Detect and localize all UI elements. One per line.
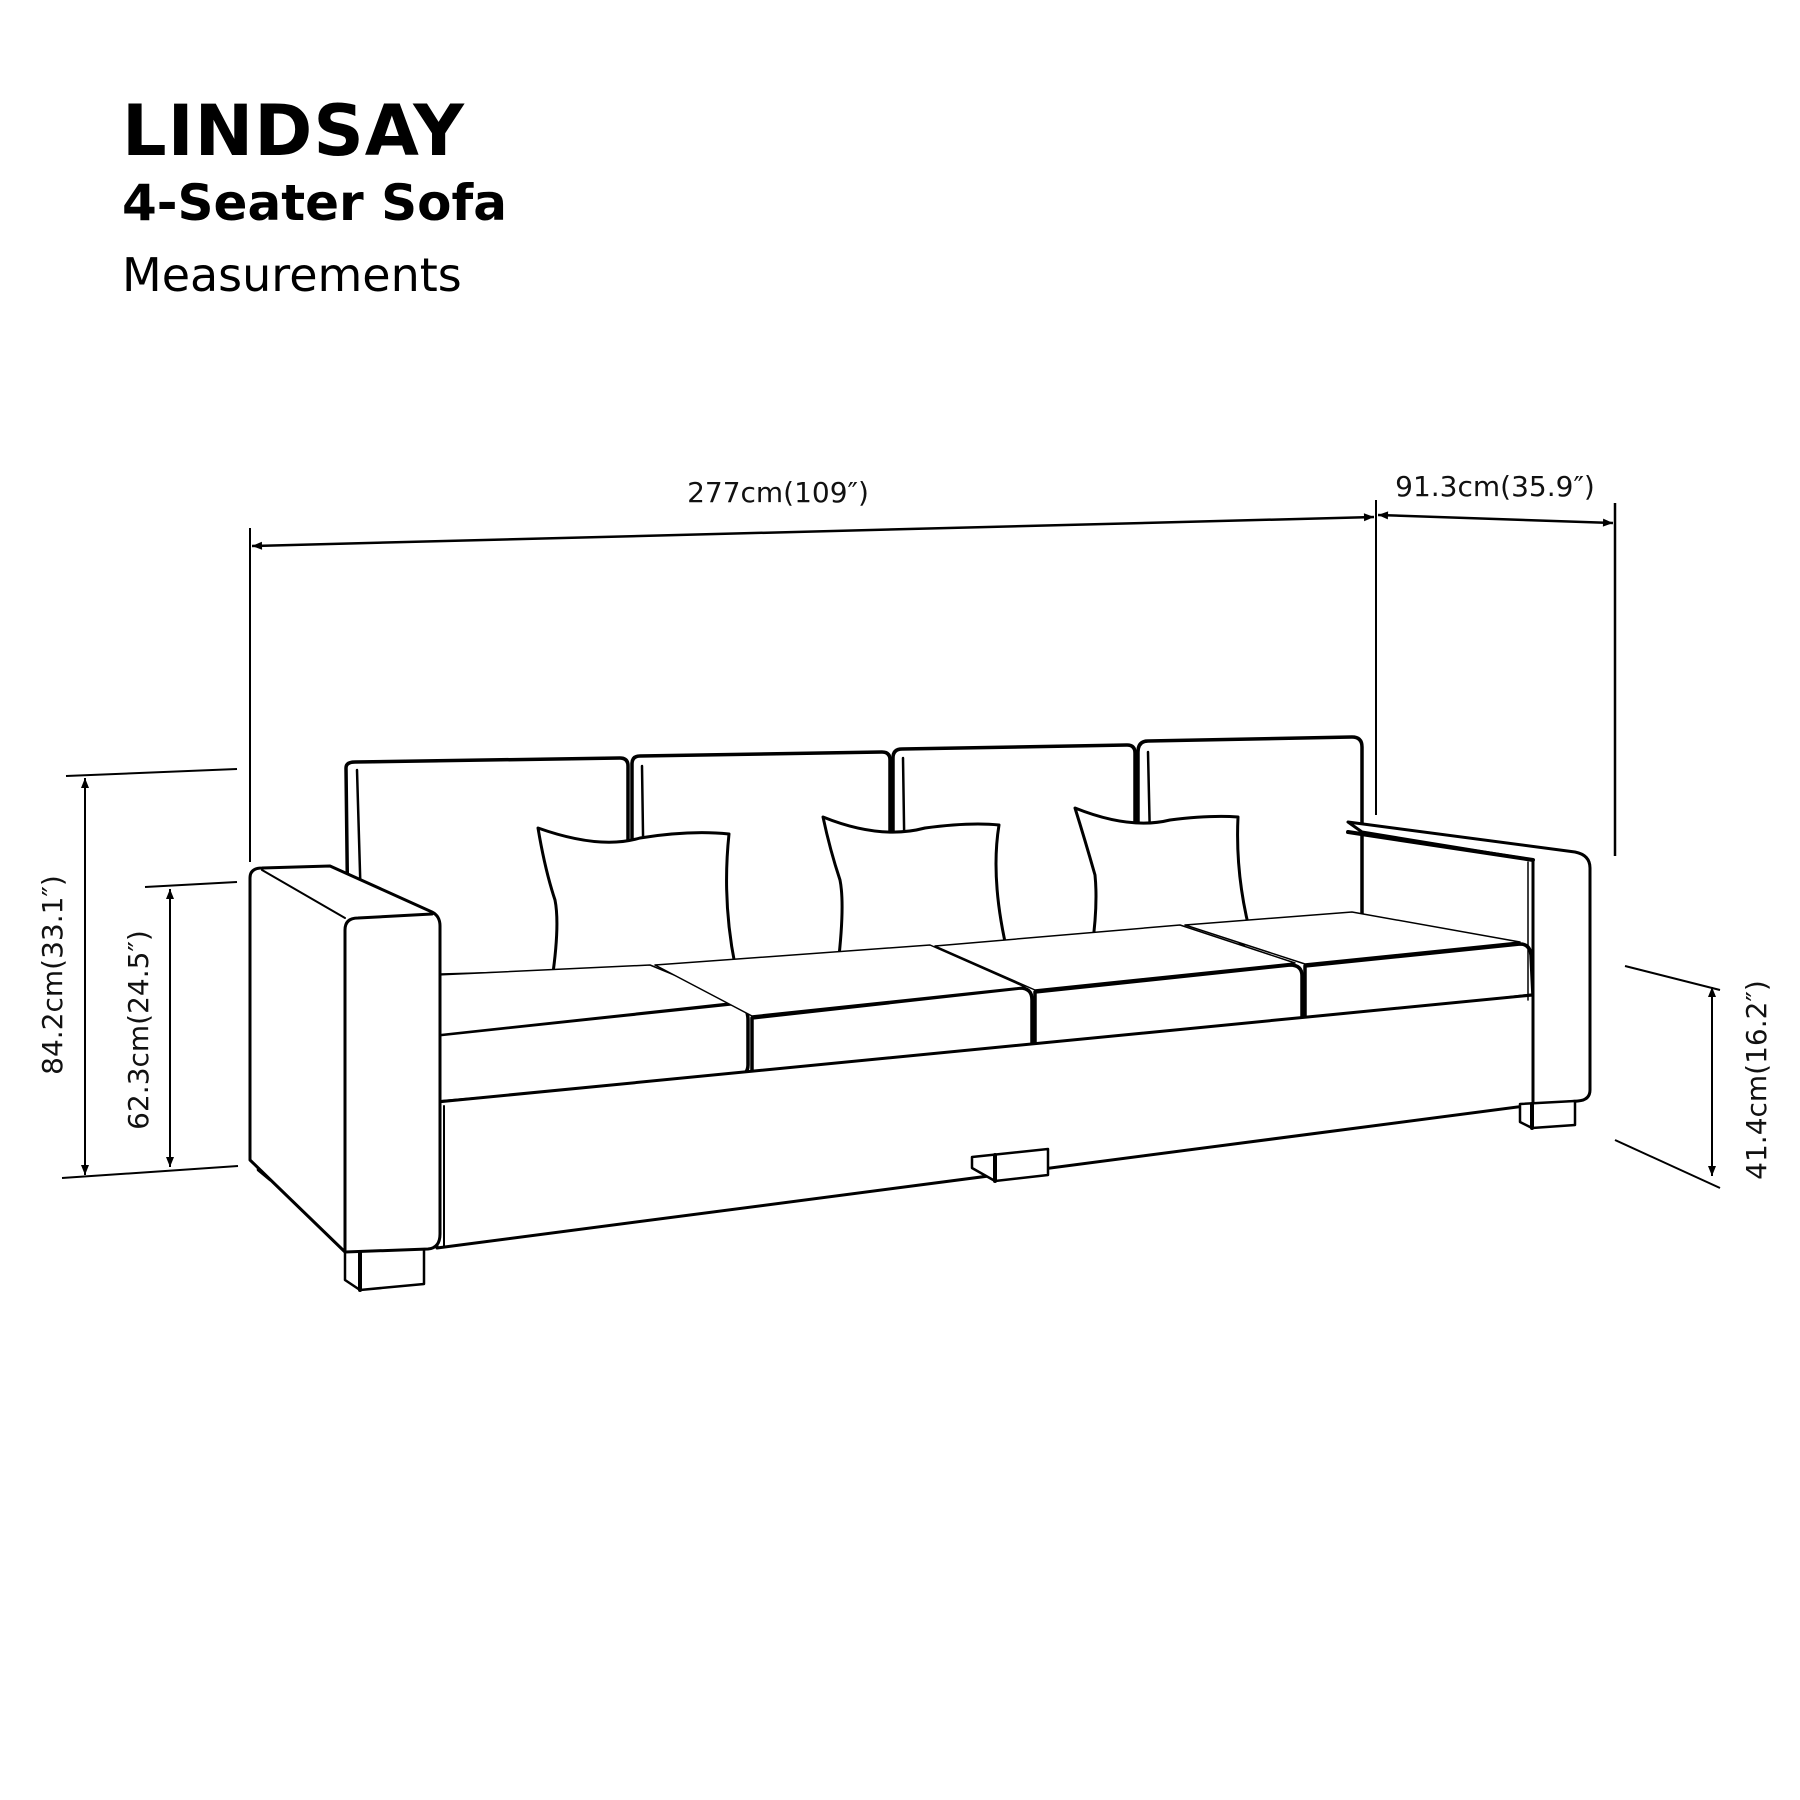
caption: Measurements [122, 248, 462, 302]
overall-height-dimension: 84.2cm(33.1″) [36, 768, 239, 1179]
throw-pillows [536, 806, 1255, 983]
leg-right [1518, 1099, 1577, 1130]
width-dimension: 277cm(109″) [249, 476, 1377, 862]
depth-dimension: 91.3cm(35.9″) [1377, 470, 1617, 856]
width-label: 277cm(109″) [687, 476, 869, 509]
arm-height-label: 62.3cm(24.5″) [122, 930, 155, 1130]
arm-height-dimension: 62.3cm(24.5″) [122, 881, 238, 1167]
sofa [248, 735, 1592, 1292]
depth-label: 91.3cm(35.9″) [1395, 470, 1595, 503]
throw-pillow-1 [536, 826, 737, 983]
seat-height-dimension: 41.4cm(16.2″) [1614, 965, 1773, 1189]
overall-height-label: 84.2cm(33.1″) [36, 875, 69, 1075]
product-name: LINDSAY [122, 90, 465, 172]
left-arm [248, 864, 442, 1254]
right-arm [1346, 820, 1592, 1107]
leg-center [970, 1147, 1050, 1183]
seat-cushion-2-top [654, 944, 1026, 1017]
seat-height-label: 41.4cm(16.2″) [1740, 980, 1773, 1180]
product-type: 4-Seater Sofa [122, 174, 507, 232]
seat-cushion-3-top [934, 924, 1296, 991]
seat-cushion-4-top [1184, 911, 1521, 965]
